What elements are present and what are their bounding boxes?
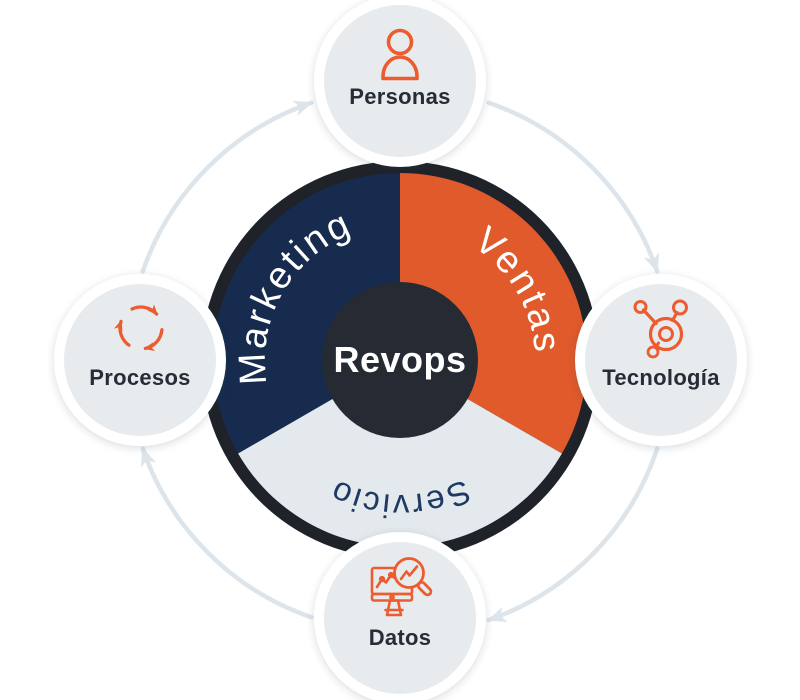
node-circle (324, 542, 476, 694)
node-label-tecnologia: Tecnología (602, 365, 720, 390)
node-circle (585, 284, 737, 436)
cycle-arrows-icon (113, 304, 164, 351)
hubspot-sprocket-icon (633, 299, 688, 359)
arc-datos-to-procesos (140, 446, 314, 620)
node-tecnologia: Tecnología (575, 274, 747, 446)
node-circle (64, 284, 216, 436)
node-label-procesos: Procesos (89, 365, 190, 390)
center-circle (322, 282, 478, 438)
node-procesos: Procesos (54, 274, 226, 446)
arc-personas-to-tecnologia (486, 100, 660, 274)
node-personas: Personas (314, 0, 486, 167)
arc-tecnologia-to-datos (486, 446, 660, 623)
arc-procesos-to-personas (140, 100, 314, 274)
node-label-datos: Datos (369, 625, 432, 650)
node-datos: Datos (314, 532, 486, 700)
center-label: Revops (333, 339, 466, 380)
revops-wheel: Marketing Ventas Servicio Revops (201, 161, 599, 559)
person-icon (381, 28, 419, 81)
connector-arcs (140, 100, 660, 623)
monitor-magnifier-icon (370, 557, 433, 617)
node-label-personas: Personas (349, 84, 450, 109)
node-circle (324, 5, 476, 157)
segment-servicio (238, 360, 562, 547)
